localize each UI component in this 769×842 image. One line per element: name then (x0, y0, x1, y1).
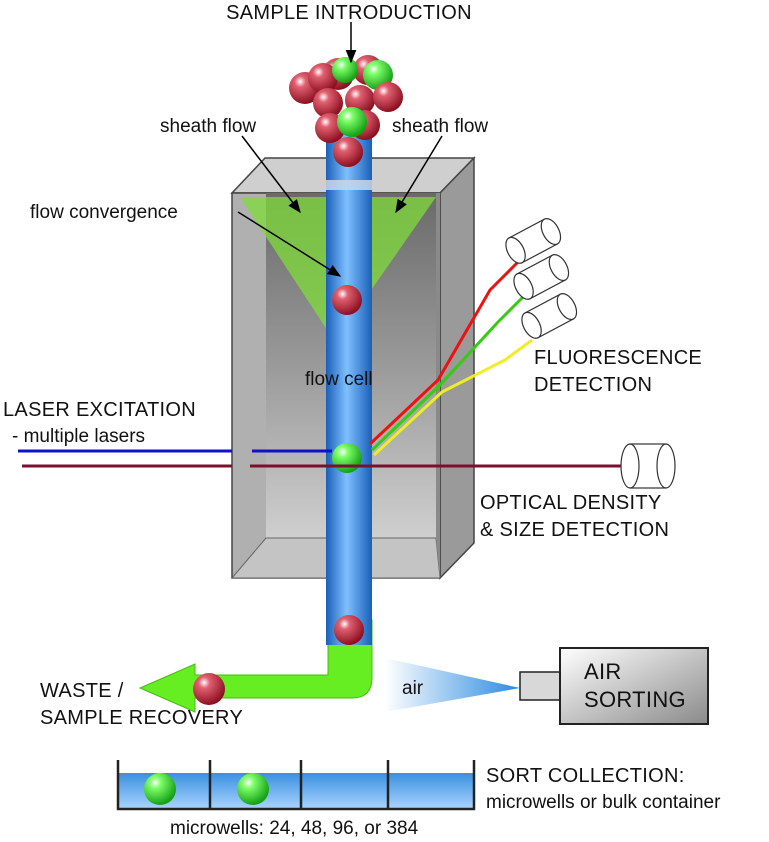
cell-exiting (334, 615, 364, 645)
label-optical-1: OPTICAL DENSITY (480, 492, 662, 514)
label-waste-1: WASTE / (40, 680, 124, 702)
label-air-sorting-1: AIR (584, 659, 622, 684)
stream-gap-top (326, 180, 372, 190)
sample-stream (326, 130, 372, 645)
air-jet-cone (385, 658, 520, 712)
cell-waste (193, 673, 225, 705)
label-optical-2: & SIZE DETECTION (480, 519, 669, 541)
fluorescence-lines (368, 256, 533, 457)
label-air: air (402, 678, 424, 699)
air-nozzle (519, 671, 561, 701)
microwell-tray (116, 760, 476, 811)
label-laser-2: - multiple lasers (12, 426, 145, 447)
sample-cell-cluster (289, 55, 403, 167)
label-flow-convergence: flow convergence (30, 202, 178, 223)
label-sheath-flow-left: sheath flow (160, 116, 256, 137)
cell-interrogated (332, 443, 362, 473)
pointer-arrows (237, 22, 443, 277)
label-fluorescence-1: FLUORESCENCE (534, 347, 702, 369)
label-laser-1: LASER EXCITATION (3, 399, 196, 421)
label-microwells: microwells: 24, 48, 96, or 384 (170, 818, 419, 839)
label-waste-2: SAMPLE RECOVERY (40, 707, 243, 729)
label-flow-cell: flow cell (305, 369, 373, 390)
optical-density-detector (620, 443, 676, 489)
laser-beams (18, 449, 632, 468)
label-sort-collection-1: SORT COLLECTION: (486, 765, 685, 787)
label-air-sorting-2: SORTING (584, 687, 686, 712)
fluorescence-detectors (505, 218, 578, 339)
cell-converging (332, 285, 362, 315)
label-fluorescence-2: DETECTION (534, 374, 652, 396)
label-sample-introduction: SAMPLE INTRODUCTION (226, 2, 472, 24)
label-sort-collection-2: microwells or bulk container (486, 792, 721, 813)
air-sorting-box (559, 647, 709, 725)
label-sheath-flow-right: sheath flow (392, 116, 488, 137)
